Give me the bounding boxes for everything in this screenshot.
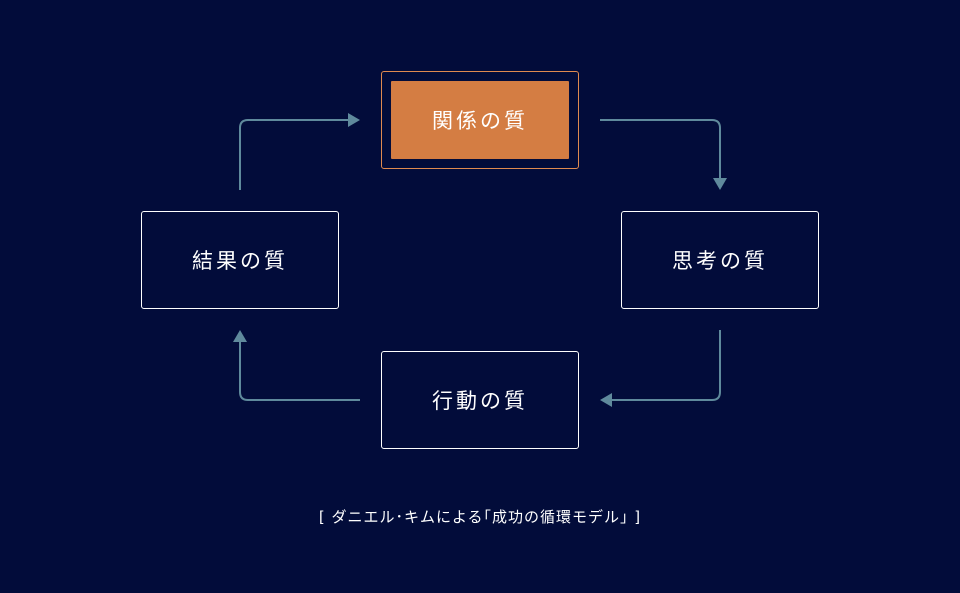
node-result-quality: 結果の質 — [141, 211, 339, 309]
arrow-relationship-to-thinking — [600, 119, 721, 178]
arrow-result-to-relationship — [239, 119, 348, 190]
arrowhead-right — [348, 113, 360, 127]
node-thinking-quality: 思考の質 — [621, 211, 819, 309]
node-relationship-label: 関係の質 — [432, 109, 528, 133]
arrowhead-left — [600, 393, 612, 407]
diagram-caption: [ ダニエル･キムによる｢成功の循環モデル｣ ] — [318, 508, 642, 526]
node-relationship-fill: 関係の質 — [391, 81, 569, 159]
arrow-action-to-result — [239, 342, 360, 401]
node-relationship-quality: 関係の質 — [381, 71, 579, 169]
arrowhead-up — [233, 330, 247, 342]
node-result-label: 結果の質 — [192, 249, 288, 273]
node-action-label: 行動の質 — [432, 389, 528, 413]
node-action-quality: 行動の質 — [381, 351, 579, 449]
arrowhead-down — [713, 178, 727, 190]
arrow-thinking-to-action — [612, 330, 721, 401]
node-thinking-label: 思考の質 — [672, 249, 768, 273]
